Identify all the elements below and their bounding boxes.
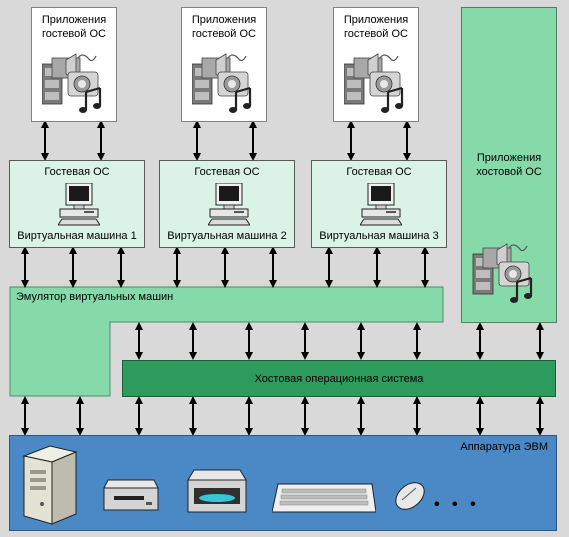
guest-apps-line2: гостевой ОС [344,28,408,40]
server-icon [22,445,78,525]
ellipsis-icon: • • • [434,496,480,513]
applications-icon [42,52,103,115]
guest-apps-box-3: Приложения гостевой ОС [333,7,419,122]
applications-icon [192,52,253,115]
host-apps-box: Приложения хостовой ОС [461,7,557,323]
host-os-label: Хостовая операционная система [254,373,424,385]
guest-apps-box-1: Приложения гостевой ОС [31,7,117,122]
virtual-machine-box-2: Гостевая ОС Виртуальная машина 2 [159,160,295,248]
keyboard-icon [272,483,376,513]
vm-name-label-3: Виртуальная машина 3 [319,230,439,242]
applications-icon [344,52,405,115]
host-apps-line1: Приложения [476,152,542,164]
hardware-label: Аппаратура ЭВМ [460,441,548,453]
guest-apps-box-2: Приложения гостевой ОС [181,7,267,122]
vm-name-label-1: Виртуальная машина 1 [17,230,137,242]
computer-icon [208,183,250,226]
guest-apps-line1: Приложения [343,14,409,26]
cd-drive-icon [187,469,247,513]
mouse-icon [395,482,425,510]
guest-os-label-2: Гостевая ОС [194,166,260,178]
guest-apps-line2: гостевой ОС [192,28,256,40]
guest-os-label-1: Гостевая ОС [44,166,110,178]
virtual-machine-box-3: Гостевая ОС Виртуальная машина 3 [311,160,447,248]
host-apps-line2: хостовой ОС [476,166,542,178]
host-apps-label: Приложения хостовой ОС [462,151,556,179]
guest-apps-label-3: Приложения гостевой ОС [334,13,418,41]
guest-os-label-3: Гостевая ОС [346,166,412,178]
guest-apps-label-2: Приложения гостевой ОС [182,13,266,41]
emulator-label: Эмулятор виртуальных машин [16,291,174,303]
computer-icon [58,183,100,226]
guest-apps-label-1: Приложения гостевой ОС [32,13,116,41]
emulator-shape [9,286,444,397]
hardware-box: Аппаратура ЭВМ [9,435,557,531]
host-os-bar: Хостовая операционная система [122,360,556,397]
floppy-drive-icon [103,479,159,511]
guest-apps-line1: Приложения [191,14,257,26]
vm-name-label-2: Виртуальная машина 2 [167,230,287,242]
computer-icon [360,183,402,226]
guest-apps-line1: Приложения [41,14,107,26]
virtual-machine-box-1: Гостевая ОС Виртуальная машина 1 [9,160,145,248]
applications-icon [472,242,534,305]
guest-apps-line2: гостевой ОС [42,28,106,40]
